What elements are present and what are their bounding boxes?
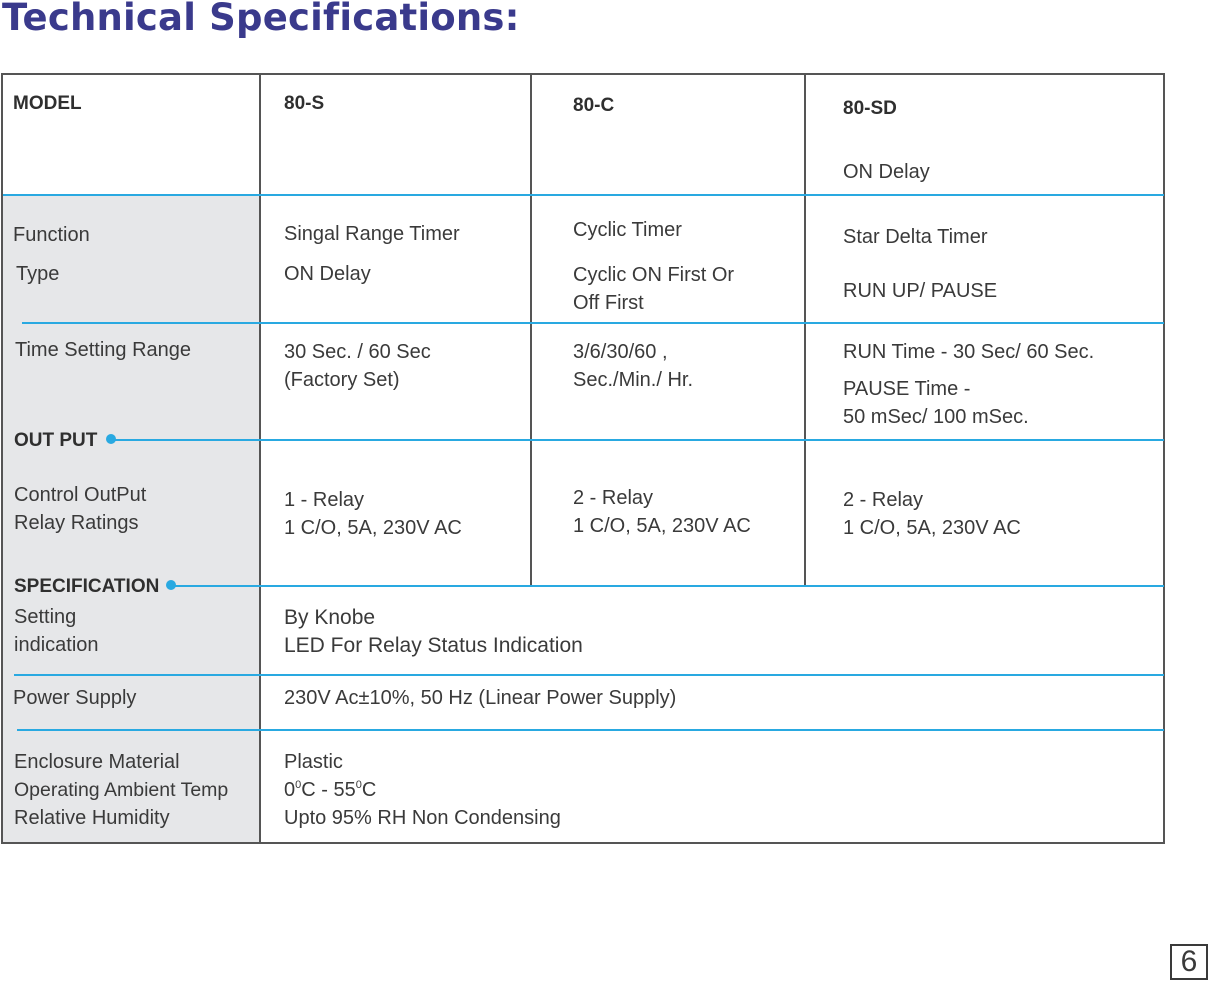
label-function: Function <box>13 224 90 246</box>
common-humidity: Upto 95% RH Non Condensing <box>284 807 561 829</box>
s80-output-1: 1 - Relay <box>284 489 365 511</box>
s80-type: ON Delay <box>284 263 371 285</box>
label-control-output: Control OutPut <box>14 484 147 506</box>
model-label: MODEL <box>13 93 82 114</box>
common-indication: LED For Relay Status Indication <box>284 634 583 657</box>
temp-high-unit: C <box>361 779 377 801</box>
sd80-output-2: 1 C/O, 5A, 230V AC <box>843 517 1021 539</box>
spec-bullet-icon <box>166 580 176 590</box>
s80-function: Singal Range Timer <box>284 223 460 245</box>
s80-output-2: 1 C/O, 5A, 230V AC <box>284 517 462 539</box>
label-column-bg <box>3 196 259 842</box>
label-time-setting-range: Time Setting Range <box>15 339 192 361</box>
sd80-range-1: RUN Time - 30 Sec/ 60 Sec. <box>843 341 1095 363</box>
label-operating-temp: Operating Ambient Temp <box>14 779 229 801</box>
row-divider-power <box>17 729 1164 731</box>
label-power-supply: Power Supply <box>13 687 137 709</box>
row-divider-range <box>112 439 1164 441</box>
sd80-range-2: PAUSE Time - <box>843 378 971 400</box>
common-setting: By Knobe <box>284 606 376 629</box>
model-80s: 80-S <box>284 93 325 114</box>
s80-range-1: 30 Sec. / 60 Sec <box>284 341 431 363</box>
output-bullet-icon <box>106 434 116 444</box>
common-temp: 00C - 550C <box>284 776 376 807</box>
sd80-output-1: 2 - Relay <box>843 489 924 511</box>
label-setting: Setting <box>14 606 77 628</box>
label-enclosure: Enclosure Material <box>14 751 180 773</box>
col-divider-1 <box>259 74 261 843</box>
temp-mid: C - 55 <box>301 779 356 801</box>
row-divider-function <box>22 322 1164 324</box>
c80-range-2: Sec./Min./ Hr. <box>573 369 694 391</box>
col-divider-3 <box>804 74 806 586</box>
temp-degree-1: 0 <box>295 779 302 791</box>
sd80-function: Star Delta Timer <box>843 226 988 248</box>
row-divider-spec <box>14 674 1164 676</box>
label-humidity: Relative Humidity <box>14 807 170 829</box>
common-enclosure: Plastic <box>284 751 343 773</box>
temp-low-value: 0 <box>284 779 296 801</box>
model-80sd-sub: ON Delay <box>843 161 930 183</box>
temp-degree-2: 0 <box>355 779 362 791</box>
model-80sd: 80-SD <box>843 98 897 119</box>
page-title: Technical Specifications: <box>2 0 520 39</box>
label-indication: indication <box>14 634 99 656</box>
c80-output-2: 1 C/O, 5A, 230V AC <box>573 515 751 537</box>
s80-range-2: (Factory Set) <box>284 369 400 391</box>
c80-type-2: Off First <box>573 292 644 314</box>
model-80c: 80-C <box>573 95 615 116</box>
row-divider-header <box>3 194 1164 196</box>
label-relay-ratings: Relay Ratings <box>14 512 139 534</box>
c80-function: Cyclic Timer <box>573 219 682 241</box>
col-divider-2 <box>530 74 532 586</box>
section-specification: SPECIFICATION <box>14 576 160 597</box>
label-type: Type <box>16 263 60 285</box>
sd80-type: RUN UP/ PAUSE <box>843 280 998 302</box>
row-divider-output <box>172 585 1164 587</box>
common-power-supply: 230V Ac±10%, 50 Hz (Linear Power Supply) <box>284 687 677 709</box>
c80-type-1: Cyclic ON First Or <box>573 264 735 286</box>
page-number: 6 <box>1170 944 1208 980</box>
sd80-range-3: 50 mSec/ 100 mSec. <box>843 406 1029 428</box>
c80-output-1: 2 - Relay <box>573 487 654 509</box>
c80-range-1: 3/6/30/60 , <box>573 341 668 363</box>
section-output: OUT PUT <box>14 430 98 451</box>
